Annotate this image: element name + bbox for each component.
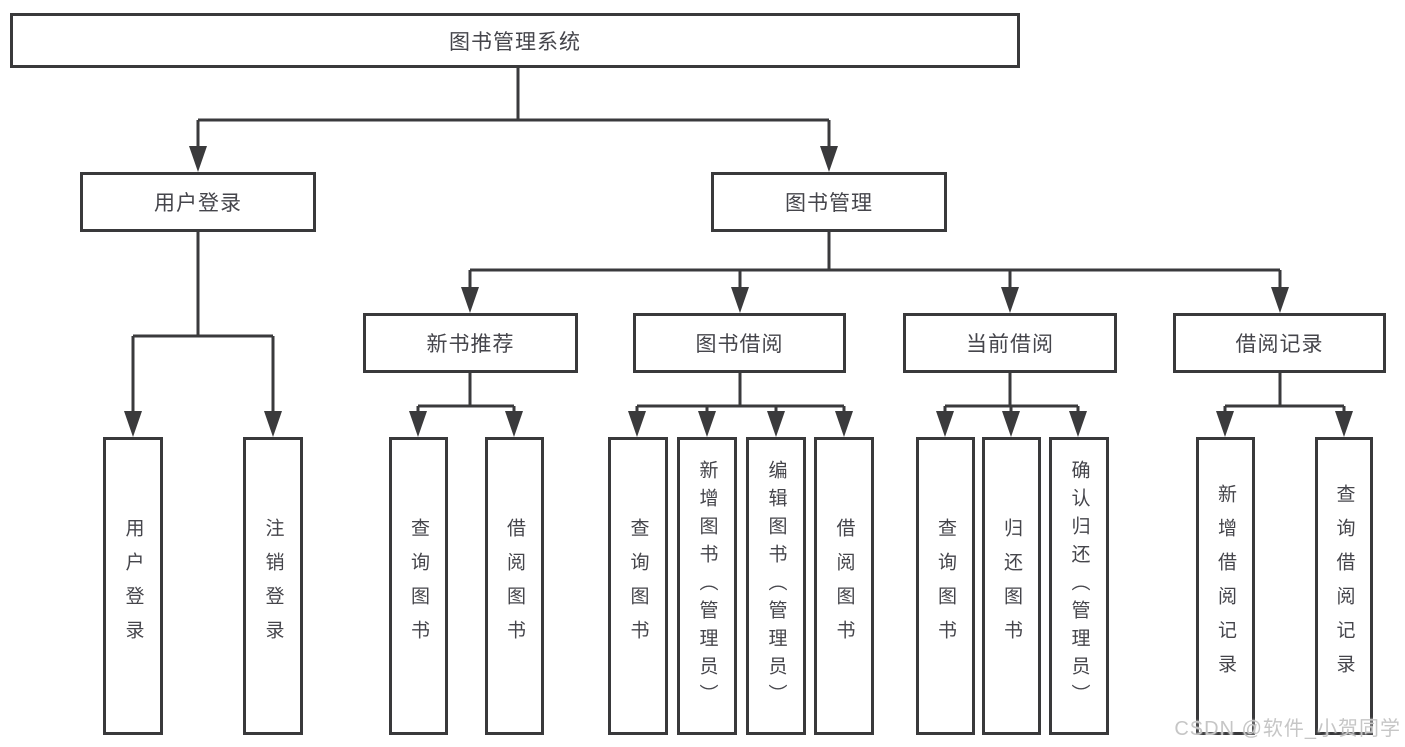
leaf-query-books-borrowing: 查询图书 — [608, 437, 668, 735]
leaf-user-login: 用户登录 — [103, 437, 163, 735]
leaf-query-books-recommend: 查询图书 — [389, 437, 448, 735]
arrowheads — [124, 146, 1353, 437]
leaf-return-books: 归还图书 — [982, 437, 1041, 735]
node-book-borrowing-label: 图书借阅 — [695, 333, 784, 356]
leaf-edit-books-admin: 编辑图书（管理员） — [746, 437, 806, 735]
leaf-query-books-borrowing-label: 查询图书 — [627, 518, 649, 654]
leaf-query-borrow-record: 查询借阅记录 — [1315, 437, 1373, 735]
node-book-management: 图书管理 — [711, 172, 947, 232]
node-current-borrowing-label: 当前借阅 — [966, 333, 1054, 356]
node-root-system-label: 图书管理系统 — [449, 30, 581, 54]
leaf-query-books-current: 查询图书 — [916, 437, 975, 735]
leaf-add-borrow-record-label: 新增借阅记录 — [1215, 484, 1236, 688]
node-borrow-records: 借阅记录 — [1173, 313, 1386, 373]
leaf-borrow-books-recommend: 借阅图书 — [485, 437, 544, 735]
leaf-add-books-admin-label: 新增图书（管理员） — [696, 460, 718, 712]
leaf-add-borrow-record: 新增借阅记录 — [1196, 437, 1255, 735]
leaf-logout: 注销登录 — [243, 437, 303, 735]
leaf-query-books-current-label: 查询图书 — [935, 518, 956, 654]
node-borrow-records-label: 借阅记录 — [1235, 333, 1324, 356]
node-root-system: 图书管理系统 — [10, 13, 1020, 68]
leaf-confirm-return-admin: 确认归还（管理员） — [1049, 437, 1109, 735]
node-user-login: 用户登录 — [80, 172, 316, 232]
node-book-management-label: 图书管理 — [785, 192, 873, 215]
leaf-add-books-admin: 新增图书（管理员） — [677, 437, 737, 735]
node-current-borrowing: 当前借阅 — [903, 313, 1117, 373]
leaf-borrow-books-recommend-label: 借阅图书 — [504, 518, 525, 654]
csdn-watermark: CSDN @软件_小贺同学 — [1174, 718, 1401, 740]
node-user-login-label: 用户登录 — [154, 192, 242, 215]
leaf-return-books-label: 归还图书 — [1001, 518, 1022, 654]
node-new-book-recommend-label: 新书推荐 — [426, 333, 515, 356]
leaf-edit-books-admin-label: 编辑图书（管理员） — [765, 460, 787, 712]
leaf-borrow-books: 借阅图书 — [814, 437, 874, 735]
leaf-query-books-recommend-label: 查询图书 — [408, 518, 429, 654]
node-book-borrowing: 图书借阅 — [633, 313, 846, 373]
leaf-user-login-label: 用户登录 — [122, 518, 144, 654]
node-new-book-recommend: 新书推荐 — [363, 313, 578, 373]
leaf-logout-label: 注销登录 — [262, 518, 284, 654]
leaf-borrow-books-label: 借阅图书 — [833, 518, 855, 654]
leaf-confirm-return-admin-label: 确认归还（管理员） — [1068, 460, 1090, 712]
leaf-query-borrow-record-label: 查询借阅记录 — [1333, 484, 1355, 688]
